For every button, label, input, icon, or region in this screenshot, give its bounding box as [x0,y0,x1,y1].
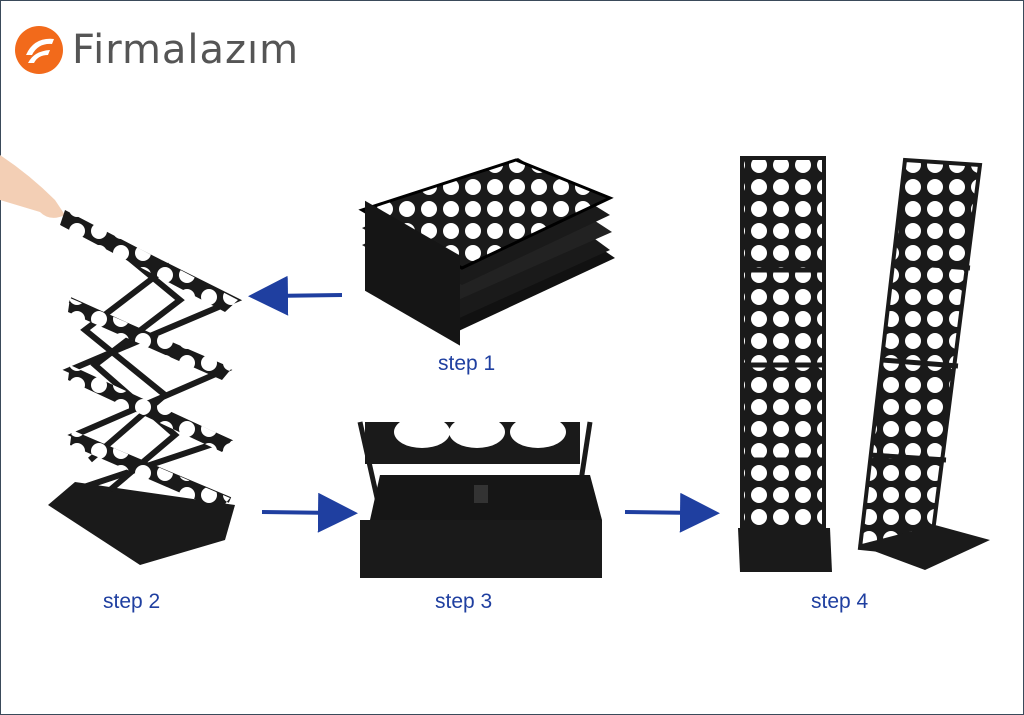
step-2-label: step 2 [103,590,161,613]
step-3-label: step 3 [435,590,493,613]
step-1-label: step 1 [438,352,496,375]
unfolding-rack [0,155,243,565]
firmalazim-logo-icon [15,26,63,74]
arrow-right-icon [624,492,720,533]
base-closeup [357,416,602,578]
folded-rack-stack [358,158,615,346]
finished-racks [738,156,990,572]
brand-name: Firmalazım [72,27,300,73]
arrow-left-icon [248,275,343,316]
brand-logo: Firmalazım [14,24,299,76]
arrow-right-icon [261,492,358,533]
step-4-label: step 4 [811,590,869,613]
